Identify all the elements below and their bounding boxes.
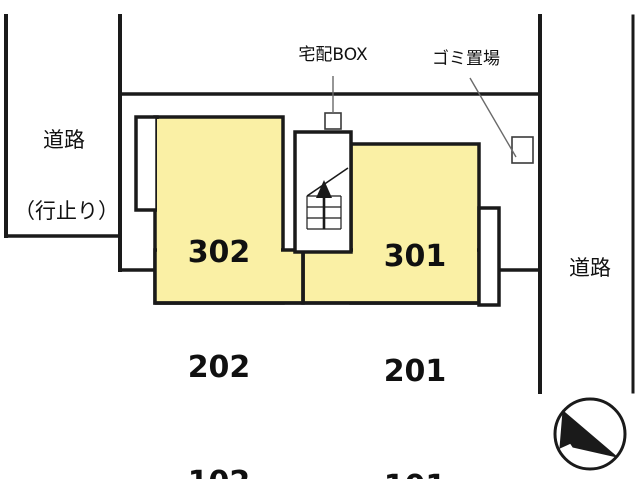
road-label-left: 道路 （行止り）: [14, 82, 119, 270]
delivery-box-marker: [324, 76, 342, 130]
balcony-right: [477, 206, 501, 307]
trash-area-marker: [469, 77, 534, 164]
unit-label-102: 102: [155, 464, 283, 479]
stairs-icon: [306, 167, 349, 230]
unit-label-301: 301: [383, 238, 447, 274]
unit-label-right-block: 301 201 101: [351, 161, 479, 479]
delivery-box-label: 宅配BOX: [298, 45, 368, 65]
unit-fill-overlay: [155, 119, 479, 305]
road-label-right-line1: 道路: [569, 256, 611, 281]
unit-label-302: 302: [187, 234, 251, 270]
road-label-right: 道路: [560, 210, 620, 328]
trash-area-label: ゴミ置場: [432, 49, 500, 69]
balcony-left: [134, 115, 159, 212]
unit-label-202: 202: [187, 349, 251, 385]
unit-label-101: 101: [351, 468, 479, 479]
north-arrow-icon: [553, 397, 627, 471]
unit-label-left-block: 302 202 102: [155, 157, 283, 479]
road-label-left-line2: （行止り）: [14, 198, 119, 223]
unit-label-201: 201: [383, 353, 447, 389]
road-label-left-line1: 道路: [43, 128, 85, 153]
